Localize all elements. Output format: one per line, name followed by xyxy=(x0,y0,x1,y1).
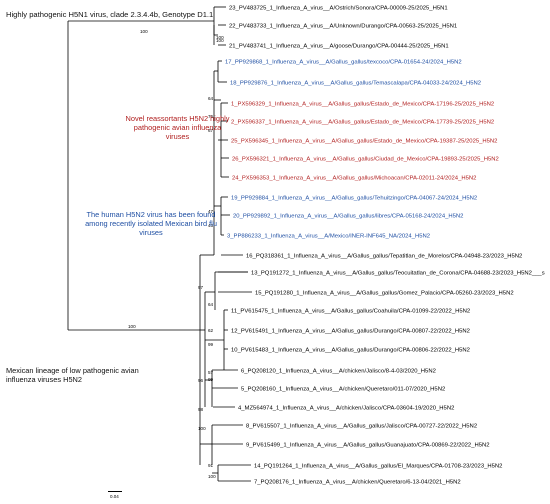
leaf-label: 3_PP886233_1_Influenza_A_virus__A/Mexico… xyxy=(227,233,430,239)
leaf-label: 25_PX596345_1_Influenza_A_virus__A/Gallu… xyxy=(231,138,497,144)
leaf-label: 11_PV615475_1_Influenza_A_virus__A/Gallu… xyxy=(231,308,470,314)
bootstrap-value: 100 xyxy=(208,474,216,479)
bootstrap-value: 76 xyxy=(208,114,214,119)
leaf-label: 6_PQ208120_1_Influenza_A_virus__A/chicke… xyxy=(241,368,436,374)
bootstrap-value: 100 xyxy=(128,324,136,329)
leaf-label: 9_PV615499_1_Influenza_A_virus__A/Gallus… xyxy=(246,442,490,448)
leaf-label: 22_PV483733_1_Influenza_A_virus__A/Unkno… xyxy=(229,23,457,29)
bootstrap-value: 67 xyxy=(208,128,214,133)
bootstrap-value: 100 xyxy=(140,29,148,34)
bootstrap-value: 64 xyxy=(208,96,214,101)
leaf-label: 16_PQ318361_1_Influenza_A_virus__A/Gallu… xyxy=(246,253,522,259)
leaf-label: 7_PQ208176_1_Influenza_A_virus__A/chicke… xyxy=(254,479,461,485)
bootstrap-value: 99 xyxy=(208,342,214,347)
annotation-mexican-lineage: Mexican lineage of low pathogenic avian … xyxy=(6,366,139,384)
leaf-label: 15_PQ191280_1_Influenza_A_virus__A/Gallu… xyxy=(255,290,514,296)
leaf-label: 13_PQ191272_1_Influenza_A_virus__A/Gallu… xyxy=(251,270,545,276)
bootstrap-value: 91 xyxy=(208,463,214,468)
scale-bar xyxy=(108,491,122,492)
bootstrap-value: 100 xyxy=(216,35,224,40)
annotation-top-h5n1: Highly pathogenic H5N1 virus, clade 2.3.… xyxy=(6,10,214,19)
leaf-label: 12_PV615491_1_Influenza_A_virus__A/Gallu… xyxy=(231,328,470,334)
bootstrap-value: 62 xyxy=(208,328,214,333)
annotation-human-h5n2: The human H5N2 virus has been found amon… xyxy=(85,210,217,237)
leaf-label: 2_PX596337_1_Influenza_A_virus__A/Gallus… xyxy=(231,119,494,125)
leaf-label: 10_PV615483_1_Influenza_A_virus__A/Gallu… xyxy=(231,347,470,353)
bootstrap-value: 47 xyxy=(208,209,214,214)
leaf-label: 14_PQ191264_1_Influenza_A_virus__A/Gallu… xyxy=(254,463,502,469)
bootstrap-value: 43 xyxy=(208,223,214,228)
leaf-label: 26_PX596321_1_Influenza_A_virus__A/Gallu… xyxy=(232,156,499,162)
leaf-label: 17_PP929868_1_Influenza_A_virus__A/Gallu… xyxy=(225,59,462,65)
bootstrap-value: 64 xyxy=(208,302,214,307)
leaf-label: 20_PP929892_1_Influenza_A_virus__A/Gallu… xyxy=(233,213,463,219)
leaf-label: 5_PQ208160_1_Influenza_A_virus__A/chicke… xyxy=(241,386,445,392)
leaf-label: 24_PX596353_1_Influenza_A_virus__A/Gallu… xyxy=(232,175,476,181)
bootstrap-value: 96 xyxy=(198,378,204,383)
bootstrap-value: 57 xyxy=(208,370,214,375)
leaf-label: 23_PV483725_1_Influenza_A_virus__A/Ostri… xyxy=(229,5,448,11)
bootstrap-value: 100 xyxy=(198,426,206,431)
leaf-label: 8_PV615507_1_Influenza_A_virus__A/Gallus… xyxy=(246,423,477,429)
bootstrap-value: 99 xyxy=(208,377,214,382)
leaf-label: 19_PP929884_1_Influenza_A_virus__A/Gallu… xyxy=(231,195,477,201)
leaf-label: 21_PV483741_1_Influenza_A_virus__A/goose… xyxy=(229,43,449,49)
leaf-label: 4_MZ564974_1_Influenza_A_virus__A/chicke… xyxy=(238,405,454,411)
scale-bar-label: 0.04 xyxy=(110,494,119,499)
bootstrap-value: 100 xyxy=(216,38,224,43)
annotation-novel-reassortants: Novel reassortants H5N2 highly pathogeni… xyxy=(125,114,230,141)
leaf-label: 1_PX596329_1_Influenza_A_virus__A/Gallus… xyxy=(231,101,494,107)
leaf-label: 18_PP929876_1_Influenza_A_virus__A/Gallu… xyxy=(230,80,481,86)
bootstrap-value: 97 xyxy=(198,285,204,290)
bootstrap-value: 98 xyxy=(198,407,204,412)
